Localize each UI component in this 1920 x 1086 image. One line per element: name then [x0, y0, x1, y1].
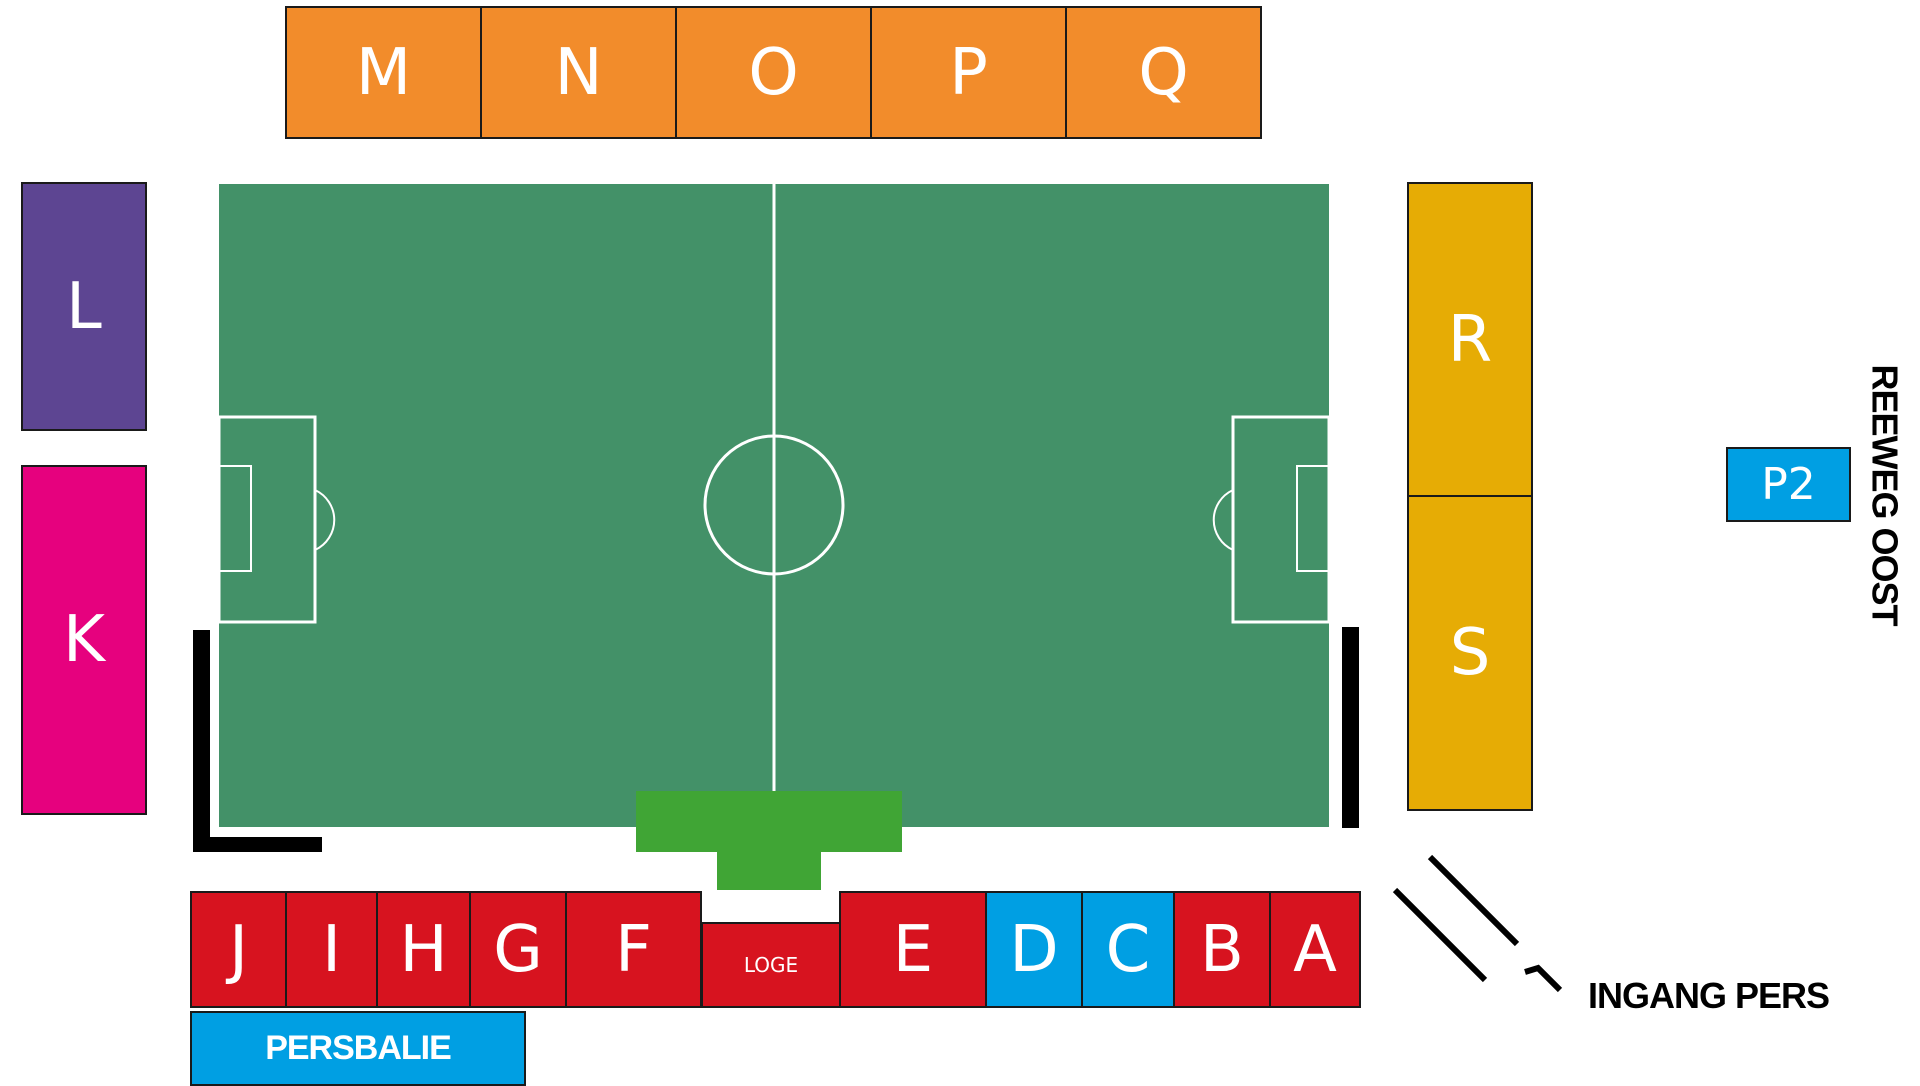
football-pitch [219, 184, 1329, 827]
stand-e-label: E [892, 912, 934, 987]
right-penalty-area [1231, 415, 1329, 624]
left-penalty-arc [314, 489, 336, 551]
stand-c[interactable]: C [1081, 891, 1175, 1008]
stand-b[interactable]: B [1173, 891, 1271, 1008]
stand-h-label: H [399, 912, 448, 987]
stand-o[interactable]: O [675, 6, 872, 139]
road-label: REEWEG OOST [1855, 364, 1915, 625]
barrier-west-vertical [193, 630, 210, 852]
parking-p2[interactable]: P2 [1726, 447, 1851, 522]
stand-d-label: D [1009, 912, 1059, 987]
stand-c-label: C [1105, 912, 1151, 987]
stand-l-label: L [66, 269, 102, 344]
center-circle [703, 434, 845, 576]
press-entrance-arrows [1392, 854, 1563, 993]
stand-s-label: S [1449, 616, 1491, 690]
stand-n[interactable]: N [480, 6, 677, 139]
stand-k[interactable]: K [21, 465, 147, 815]
right-goal-area [1296, 465, 1329, 572]
loge-label: LOGE [743, 953, 799, 977]
stand-m-label: M [355, 35, 412, 110]
press-entrance-label: INGANG PERS [1588, 975, 1830, 1016]
road-label-text: REEWEG OOST [1865, 364, 1906, 626]
bench-area-lower [717, 850, 821, 890]
arrow-line-2 [1427, 854, 1520, 947]
stand-f[interactable]: F [565, 891, 702, 1008]
stand-i[interactable]: I [285, 891, 378, 1008]
stand-j[interactable]: J [190, 891, 287, 1008]
stand-r[interactable]: R [1407, 182, 1533, 498]
stand-q-label: Q [1138, 35, 1189, 110]
stand-k-label: K [63, 603, 105, 677]
press-desk-label: PERSBALIE [265, 1029, 452, 1067]
left-penalty-area [219, 415, 317, 624]
left-goal-area [219, 465, 252, 572]
stand-m[interactable]: M [285, 6, 482, 139]
stand-g[interactable]: G [469, 891, 567, 1008]
barrier-west-horizontal [193, 837, 322, 852]
arrow-line-1 [1392, 887, 1488, 983]
stand-s[interactable]: S [1407, 495, 1533, 811]
arrow-head [1524, 964, 1563, 993]
stand-n-label: N [554, 35, 603, 110]
loge[interactable]: LOGE [701, 922, 841, 1008]
stand-i-label: I [322, 912, 341, 987]
stand-p-label: P [949, 35, 988, 110]
parking-p2-label: P2 [1761, 459, 1816, 510]
stand-o-label: O [748, 35, 799, 110]
stand-l[interactable]: L [21, 182, 147, 431]
stand-q[interactable]: Q [1065, 6, 1262, 139]
stand-a-label: A [1293, 912, 1337, 987]
stand-j-label: J [229, 912, 248, 987]
stand-e[interactable]: E [839, 891, 987, 1008]
stand-f-label: F [615, 912, 652, 987]
stand-h[interactable]: H [376, 891, 471, 1008]
press-desk[interactable]: PERSBALIE [190, 1011, 526, 1086]
stand-p[interactable]: P [870, 6, 1067, 139]
right-penalty-arc [1212, 489, 1234, 551]
stand-g-label: G [493, 912, 543, 987]
bench-area [636, 791, 902, 852]
stand-d[interactable]: D [985, 891, 1083, 1008]
stand-b-label: B [1200, 912, 1244, 987]
stand-a[interactable]: A [1269, 891, 1361, 1008]
barrier-east [1342, 627, 1359, 828]
stand-r-label: R [1447, 303, 1493, 377]
